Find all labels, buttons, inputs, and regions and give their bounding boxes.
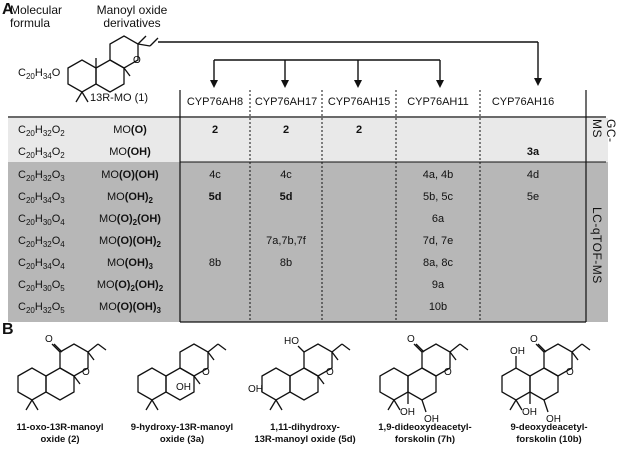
parent-structure — [67, 35, 159, 103]
row-formula: C20H32O4 — [18, 235, 65, 250]
row-formula: C20H30O5 — [18, 279, 65, 294]
structure-3a — [137, 343, 227, 411]
row-derivative: MO(O) — [113, 124, 147, 136]
caption-10b: 9-deoxydeacetyl-forskolin (10b) — [510, 422, 588, 445]
row-derivative: MO(O)(OH)3 — [99, 301, 161, 316]
cell-cyp76ah15: 2 — [355, 124, 363, 136]
cell-cyp76ah11: 4a, 4b — [422, 169, 454, 181]
cell-cyp76ah17: 8b — [279, 257, 293, 269]
row-formula: C20H32O2 — [18, 124, 65, 139]
cell-cyp76ah8: 4c — [209, 169, 221, 181]
row-derivative: MO(O)(OH)2 — [99, 235, 161, 250]
s1-label-0: O — [45, 334, 53, 345]
parent-name: 13R-MO (1) — [90, 92, 149, 104]
cell-cyp76ah17: 7a,7b,7f — [266, 235, 306, 247]
enzyme-cyp76ah15: CYP76AH15 — [327, 96, 391, 108]
table-row: C20H30O4 MO(O)2(OH) 6a — [0, 210, 617, 229]
s5-label-1: O — [530, 334, 538, 345]
row-formula: C20H34O2 — [18, 146, 65, 161]
table-row: C20H34O3 MO(OH)2 5d 5d 5b, 5c 5e — [0, 188, 617, 207]
row-formula: C20H30O4 — [18, 213, 65, 228]
row-formula: C20H32O5 — [18, 301, 65, 316]
row-derivative: MO(OH)2 — [106, 191, 153, 206]
cell-cyp76ah11: 8a, 8c — [423, 257, 453, 269]
row-formula: C20H32O3 — [18, 169, 65, 184]
caption-7h: 1,9-dideoxydeacetyl-forskolin (7h) — [378, 422, 472, 445]
table-row: C20H32O4 MO(O)(OH)2 7a,7b,7f 7d, 7e — [0, 232, 617, 251]
s5-label-2: O — [566, 367, 574, 378]
s5-label-3: OH — [522, 407, 537, 418]
cell-cyp76ah16: 3a — [526, 146, 540, 158]
table-row: C20H34O4 MO(OH)3 8b 8b 8a, 8c — [0, 254, 617, 273]
enzyme-cyp76ah17: CYP76AH17 — [254, 96, 318, 108]
cell-cyp76ah11: 6a — [431, 213, 445, 225]
panel-label-a: A — [2, 1, 14, 18]
row-formula: C20H34O3 — [18, 191, 65, 206]
s5-label-0: OH — [510, 346, 525, 357]
reaction-arrows — [158, 41, 539, 80]
cell-cyp76ah11: 9a — [431, 279, 445, 291]
parent-o-label: O — [133, 55, 141, 66]
cell-cyp76ah8: 8b — [208, 257, 222, 269]
s1-label-1: O — [82, 367, 90, 378]
lcms-band — [8, 162, 608, 322]
s2-label-1: O — [202, 367, 210, 378]
cell-cyp76ah16: 4d — [526, 169, 540, 181]
method-lcqtofms: LC-qTOF-MS — [590, 206, 604, 284]
s3-label-0: HO — [284, 336, 299, 347]
s4-label-2: OH — [400, 407, 415, 418]
row-formula: C20H34O4 — [18, 257, 65, 272]
s4-label-3: OH — [424, 414, 439, 425]
row-derivative: MO(OH)3 — [106, 257, 153, 272]
structure-2 — [17, 343, 107, 411]
cell-cyp76ah17: 4c — [280, 169, 292, 181]
s3-label-1: OH — [248, 384, 263, 395]
s5-label-4: OH — [546, 414, 561, 425]
cell-cyp76ah8: 5d — [208, 191, 222, 203]
method-gcms: GC-MS — [590, 119, 617, 143]
table-row: C20H30O5 MO(O)2(OH)2 9a — [0, 276, 617, 295]
enzyme-cyp76ah8: CYP76AH8 — [186, 96, 244, 108]
panel-label-b: B — [2, 321, 14, 338]
structure-7h — [379, 343, 469, 413]
enzyme-header: CYP76AH8 CYP76AH17 CYP76AH15 CYP76AH11 C… — [180, 92, 585, 116]
s4-label-0: O — [407, 334, 415, 345]
cell-cyp76ah11: 10b — [428, 301, 448, 313]
row-derivative: MO(O)(OH) — [101, 169, 159, 181]
s2-label-0: OH — [176, 382, 191, 393]
table-row: C20H32O2 MO(O) 2 2 2 — [0, 121, 617, 140]
s3-label-2: O — [326, 367, 334, 378]
caption-5d: 1,11-dihydroxy-13R-manoyl oxide (5d) — [254, 422, 356, 445]
gcms-band — [8, 118, 608, 162]
table-row: C20H32O3 MO(O)(OH) 4c 4c 4a, 4b 4d — [0, 166, 617, 185]
row-derivative: MO(OH) — [109, 146, 151, 158]
cell-cyp76ah8: 2 — [211, 124, 219, 136]
structure-5d — [261, 343, 351, 411]
enzyme-cyp76ah11: CYP76AH11 — [407, 96, 469, 108]
arrow-heads — [210, 78, 542, 88]
row-derivative: MO(O)2(OH) — [99, 213, 161, 228]
cell-cyp76ah17: 2 — [282, 124, 290, 136]
cell-cyp76ah11: 5b, 5c — [423, 191, 453, 203]
row-derivative: MO(O)2(OH)2 — [96, 279, 164, 294]
enzyme-cyp76ah16: CYP76AH16 — [491, 96, 555, 108]
parent-formula: C20H34O — [18, 67, 61, 82]
s4-label-1: O — [444, 367, 452, 378]
cell-cyp76ah11: 7d, 7e — [422, 235, 454, 247]
structures-panel: O O OH O HO OH O O O OH OH OH O O OH OH — [17, 334, 591, 425]
cell-cyp76ah17: 5d — [279, 191, 293, 203]
structure-10b — [501, 343, 591, 413]
table-row: C20H34O2 MO(OH) 3a — [0, 143, 617, 162]
table-row: C20H32O5 MO(O)(OH)3 10b — [0, 298, 617, 317]
cell-cyp76ah16: 5e — [526, 191, 540, 203]
